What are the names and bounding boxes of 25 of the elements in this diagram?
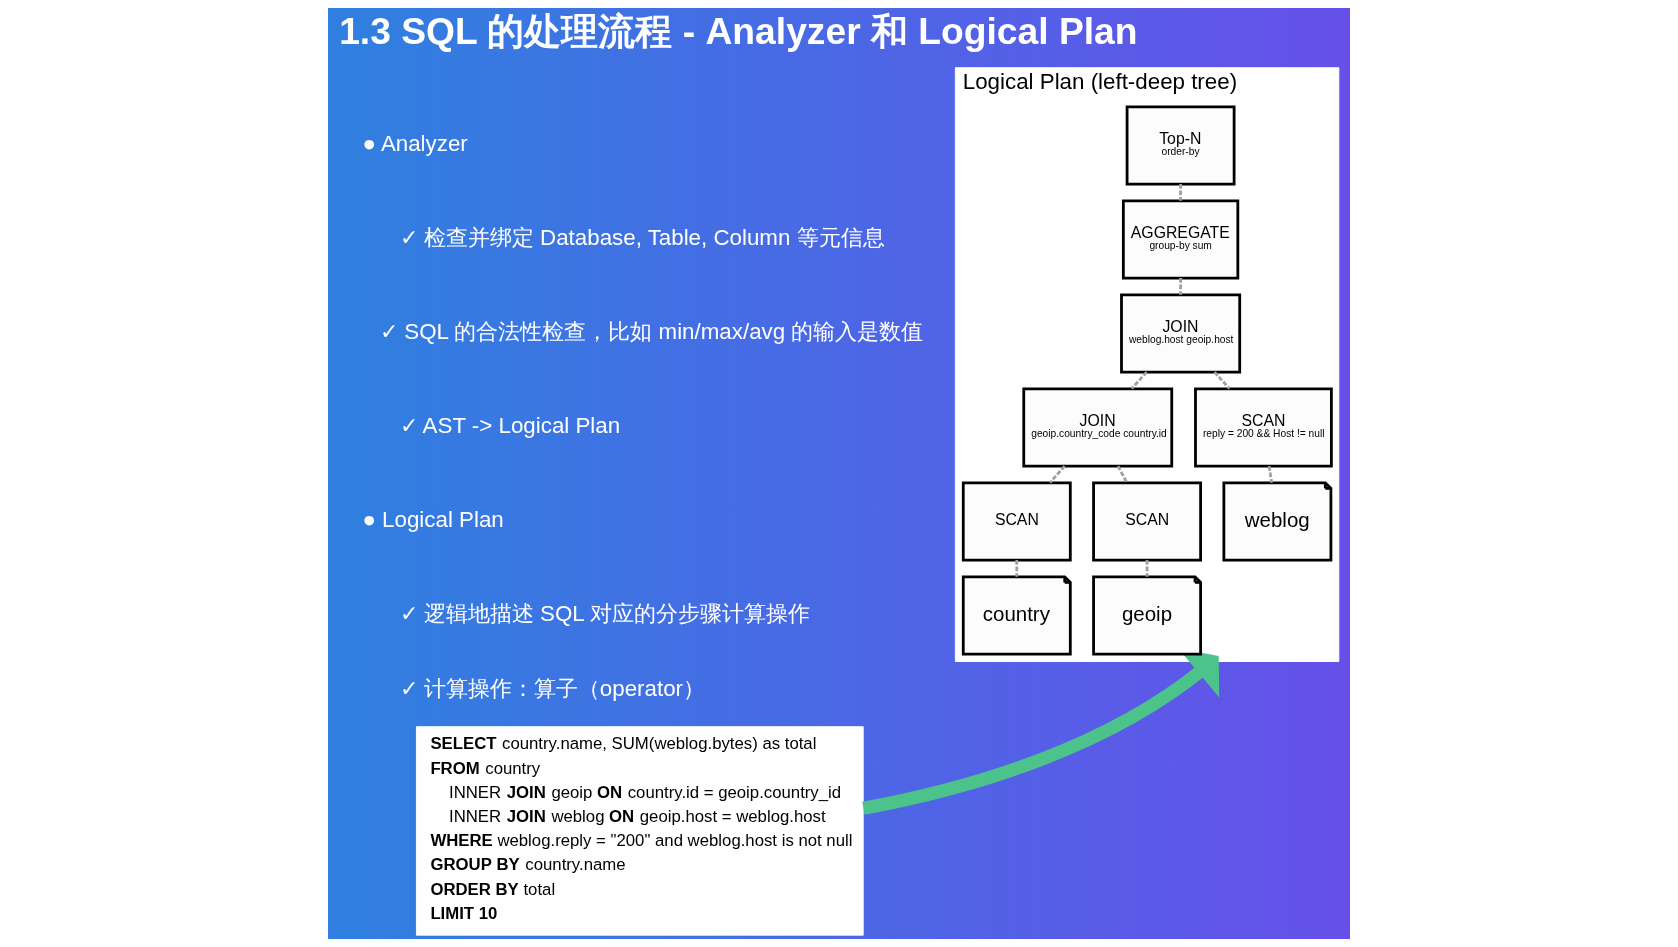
connector: [1145, 560, 1149, 577]
label: ✓ 检查并绑定 Database, Table, Column 等元信息: [399, 225, 885, 251]
connector: [1049, 465, 1066, 484]
label: ● Logical Plan: [362, 507, 504, 533]
node-box: JOIN geoip.country_code country.id: [1022, 387, 1174, 468]
label: ✓ 计算操作：算子（operator）: [399, 676, 706, 702]
node-box: SCAN reply = 200 && Host != null: [1194, 387, 1333, 468]
node-box: Top-N order-by: [1125, 105, 1236, 186]
node-box: AGGREGATE group-by sum: [1121, 199, 1240, 280]
connector: [1213, 371, 1231, 390]
connector: [1179, 278, 1182, 295]
diagram-title: 1.3 SQL 的处理流程 - Analyzer 和 Logical Plan: [339, 10, 1138, 53]
node-box: SCAN: [961, 481, 1072, 562]
connector: [1116, 465, 1129, 484]
connector: [1130, 371, 1148, 390]
label: ✓ 逻辑地描述 SQL 对应的分步骤计算操作: [399, 601, 811, 627]
label: ✓ AST -> Logical Plan: [399, 413, 621, 439]
node-box: JOIN weblog.host geoip.host: [1120, 293, 1242, 374]
connector: [1267, 465, 1274, 483]
connector: [1179, 184, 1182, 201]
label: ✓ SQL 的合法性检查，比如 min/max/avg 的输入是数值: [380, 319, 924, 345]
node-box: SELECT country.name, SUM(weblog.bytes) as total FROM country INNER JOIN geoip ON country.id = geoip.country_id INNER JOIN weblog ON geoip.host = weblog.host WHERE weblog.reply = "200" and weblog.host is not null GROUP BY country.name ORDER BY total LIMIT 10: [415, 726, 864, 936]
node-box: SCAN: [1092, 481, 1202, 562]
connector: [1015, 560, 1019, 577]
label: ● Analyzer: [362, 131, 468, 157]
